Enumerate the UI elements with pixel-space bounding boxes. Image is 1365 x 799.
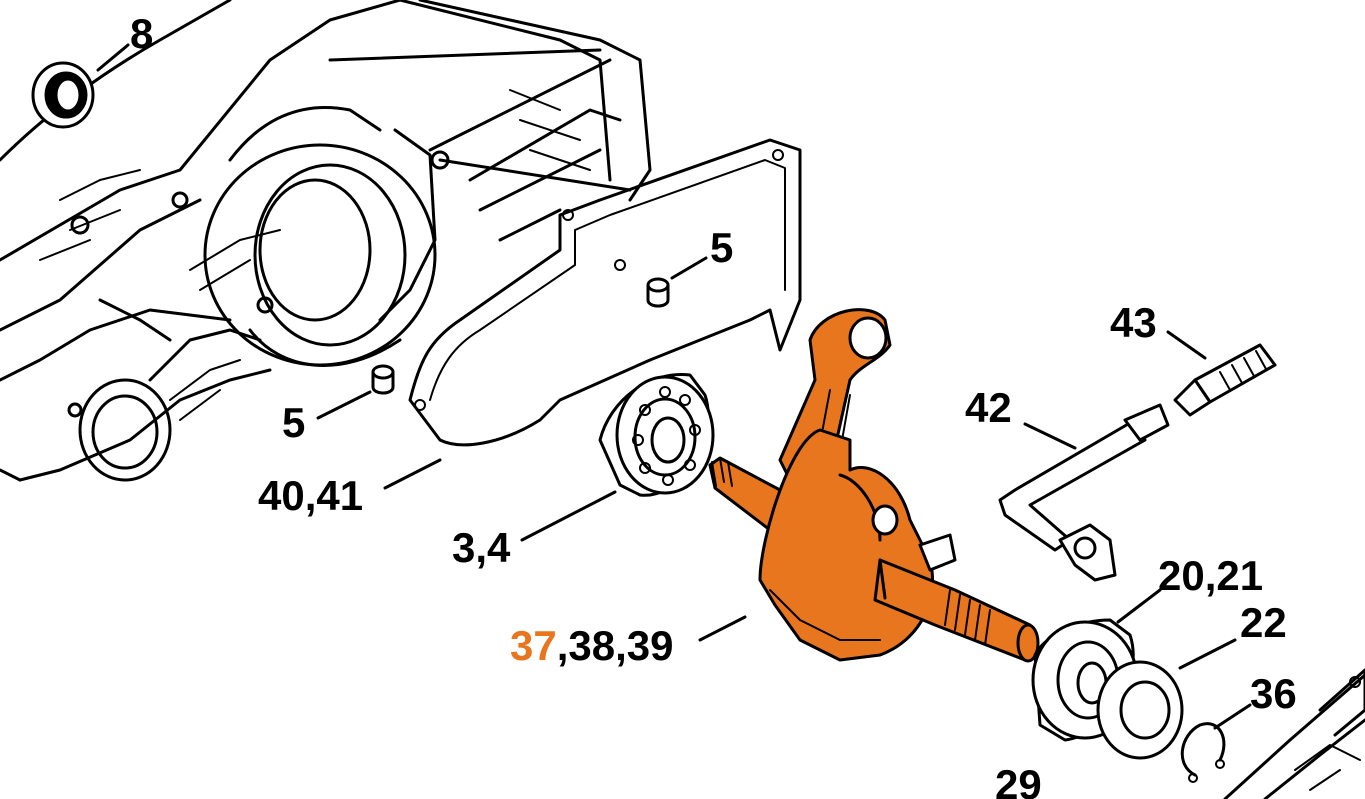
oil-line-42: [998, 403, 1170, 582]
label-20-21: 20,21: [1158, 552, 1263, 599]
label-43: 43: [1110, 299, 1157, 346]
label-29: 29: [995, 761, 1042, 799]
label-42: 42: [965, 384, 1012, 431]
label-40-41: 40,41: [258, 472, 363, 519]
crankcase-housing: [0, 0, 652, 482]
label-38-39: ,38,39: [557, 622, 674, 669]
label-22: 22: [1240, 599, 1287, 646]
dowel-pin-upper: [646, 277, 670, 308]
label-36: 36: [1250, 670, 1297, 717]
label-8: 8: [130, 10, 153, 57]
label-5-lower: 5: [282, 399, 305, 446]
dowel-pin-lower: [371, 364, 395, 395]
screw-43: [1173, 343, 1277, 417]
gasket-40-41: [408, 138, 802, 447]
label-5-upper: 5: [710, 224, 733, 271]
circlip-36: [1180, 722, 1226, 783]
ball-bearing-3-4: [598, 372, 715, 497]
leader-lines: [96, 43, 1252, 730]
oil-seal-8: [31, 61, 95, 129]
crankcase-half-29: [1223, 668, 1365, 799]
crankshaft-37: [708, 308, 1040, 663]
label-3-4: 3,4: [452, 524, 511, 571]
part-labels: 8 5 5 43 42 40,41 3,4 37,38,39 20,21 22 …: [130, 10, 1297, 799]
washer-22: [1096, 660, 1184, 760]
label-37-highlight: 37: [510, 622, 557, 669]
label-37-38-39: 37,38,39: [510, 622, 674, 669]
